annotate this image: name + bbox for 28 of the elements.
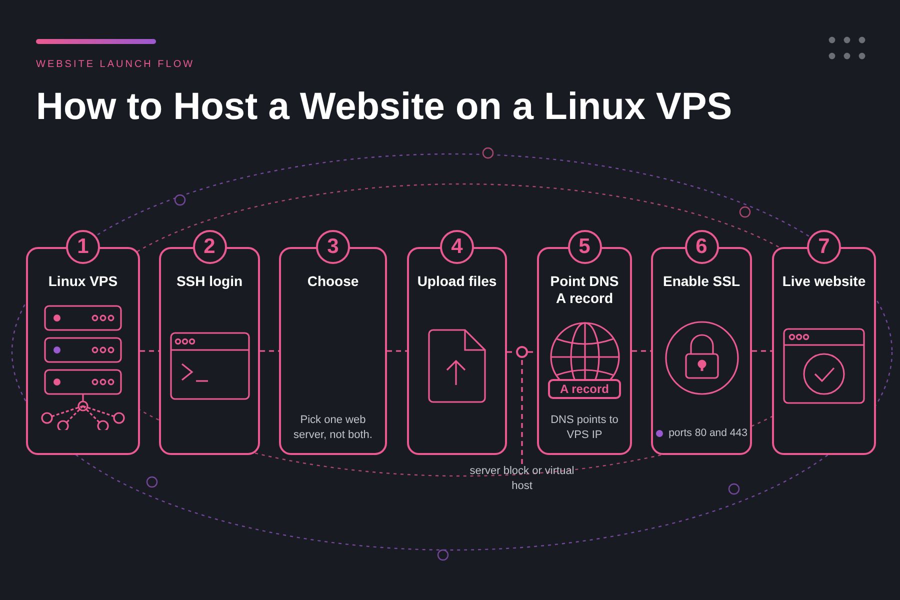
step-number: 2 <box>192 230 226 264</box>
dashed-connector <box>387 350 407 352</box>
step-title: Point DNS A record <box>549 273 620 307</box>
step-note: DNS points to VPS IP <box>550 413 620 443</box>
annotation-text: server block or virtual host <box>462 464 582 498</box>
step-title: Upload files <box>417 273 497 290</box>
dashed-connector <box>521 358 523 464</box>
page-title: How to Host a Website on a Linux VPS <box>36 86 732 129</box>
dashed-connector <box>140 350 159 352</box>
junction-dot <box>516 346 528 358</box>
dashed-connector <box>632 350 651 352</box>
record-badge: A record <box>548 378 621 399</box>
step-title: Choose <box>307 273 359 290</box>
kicker-text: WEBSITE LAUNCH FLOW <box>36 59 195 70</box>
step-note: Pick one web server, not both. <box>292 413 374 443</box>
step-title: Linux VPS <box>48 273 118 290</box>
step-title: SSH login <box>176 273 243 290</box>
step-title: Enable SSL <box>662 273 740 290</box>
step-number: 1 <box>66 230 100 264</box>
dashed-connector <box>752 350 772 352</box>
step-number: 4 <box>440 230 474 264</box>
dashed-connector <box>260 350 279 352</box>
step-note: ports 80 and 443 <box>668 427 748 439</box>
step-number: 7 <box>807 230 841 264</box>
step-number: 3 <box>316 230 350 264</box>
step-number: 5 <box>568 230 602 264</box>
step-number: 6 <box>684 230 718 264</box>
step-title: Live website <box>782 273 866 290</box>
